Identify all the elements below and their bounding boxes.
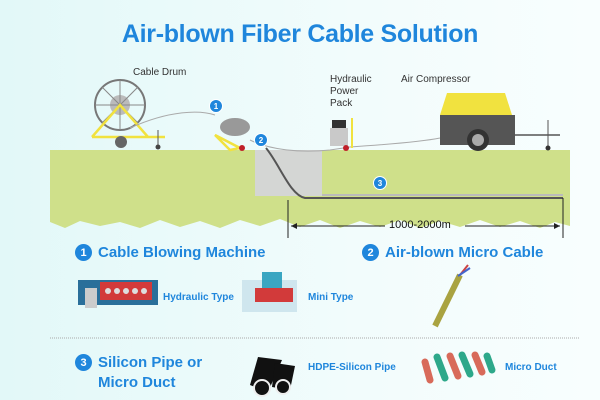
hydraulic-type-label: Hydraulic Type xyxy=(163,292,234,303)
number-badge: 3 xyxy=(75,354,92,371)
label-line: Hydraulic xyxy=(330,74,372,85)
distance-marker xyxy=(287,198,564,238)
micro-duct-label: Micro Duct xyxy=(505,362,557,373)
cable-drum-graphic xyxy=(91,79,165,150)
number-badge: 2 xyxy=(362,244,379,261)
hydraulic-type-image xyxy=(78,280,158,308)
distance-label: 1000-2000m xyxy=(389,219,451,231)
section-title-line: Micro Duct xyxy=(98,374,176,391)
section-title: Cable Blowing Machine xyxy=(98,244,266,261)
section-cable-blowing-machine: 1 Cable Blowing Machine xyxy=(75,243,266,263)
number-badge: 1 xyxy=(75,244,92,261)
label-line: Pack xyxy=(330,98,353,109)
hydraulic-pack-graphic xyxy=(330,118,353,151)
badge-3: 3 xyxy=(373,176,387,190)
hydraulic-power-pack-label: Hydraulic Power Pack xyxy=(330,74,372,110)
badge-1: 1 xyxy=(209,99,223,113)
micro-duct-image xyxy=(421,351,496,384)
hdpe-pipe-image xyxy=(250,357,295,397)
badge-2: 2 xyxy=(254,133,268,147)
air-compressor-label: Air Compressor xyxy=(401,74,471,85)
hdpe-silicon-pipe-label: HDPE-Silicon Pipe xyxy=(308,362,396,373)
blowing-machine-graphic xyxy=(214,118,250,152)
pit xyxy=(255,150,322,196)
micro-cable-image xyxy=(432,264,471,328)
cable-drum-label: Cable Drum xyxy=(133,67,187,78)
section-air-blown-micro-cable: 2 Air-blown Micro Cable xyxy=(362,243,543,263)
duct-line xyxy=(265,147,563,199)
section-silicon-pipe: 3 Silicon Pipe or Micro Duct xyxy=(75,353,202,393)
mini-type-image xyxy=(242,272,297,312)
label-line: Power xyxy=(330,86,359,97)
page-title: Air-blown Fiber Cable Solution xyxy=(121,20,479,48)
air-compressor-graphic xyxy=(440,93,560,151)
section-title: Air-blown Micro Cable xyxy=(385,244,544,261)
mini-type-label: Mini Type xyxy=(308,292,354,303)
section-title-line: Silicon Pipe or xyxy=(98,354,203,371)
